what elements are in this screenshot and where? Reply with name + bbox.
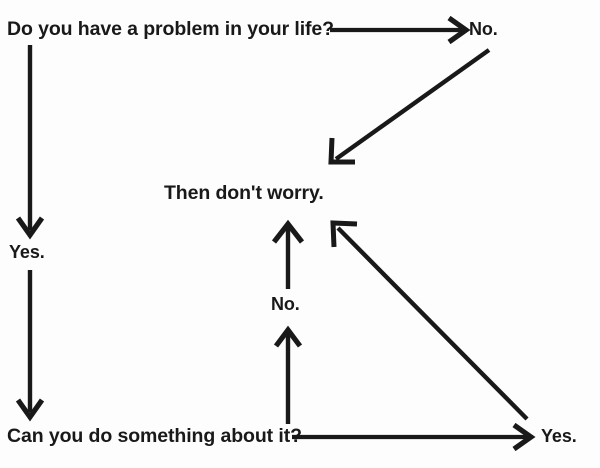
node-answer-no-top: No. [469, 19, 498, 39]
arrow-question-do-to-no-middle [273, 325, 303, 424]
node-question-do-something: Can you do something about it? [7, 425, 302, 447]
node-result-dont-worry: Then don't worry. [164, 182, 324, 204]
arrow-yes-to-question-do [15, 270, 45, 422]
arrow-problem-to-no [330, 15, 471, 45]
node-answer-no-middle: No. [271, 294, 300, 314]
arrow-yes-right-to-dont-worry [330, 220, 529, 421]
arrow-problem-to-yes [15, 45, 45, 240]
node-question-problem: Do you have a problem in your life? [7, 18, 334, 40]
node-answer-yes-left: Yes. [9, 242, 45, 262]
node-answer-yes-right: Yes. [541, 426, 577, 446]
arrow-question-do-to-yes-right [292, 422, 536, 452]
arrow-no-middle-to-dont-worry [271, 219, 305, 289]
arrow-no-top-to-dont-worry [328, 48, 491, 165]
